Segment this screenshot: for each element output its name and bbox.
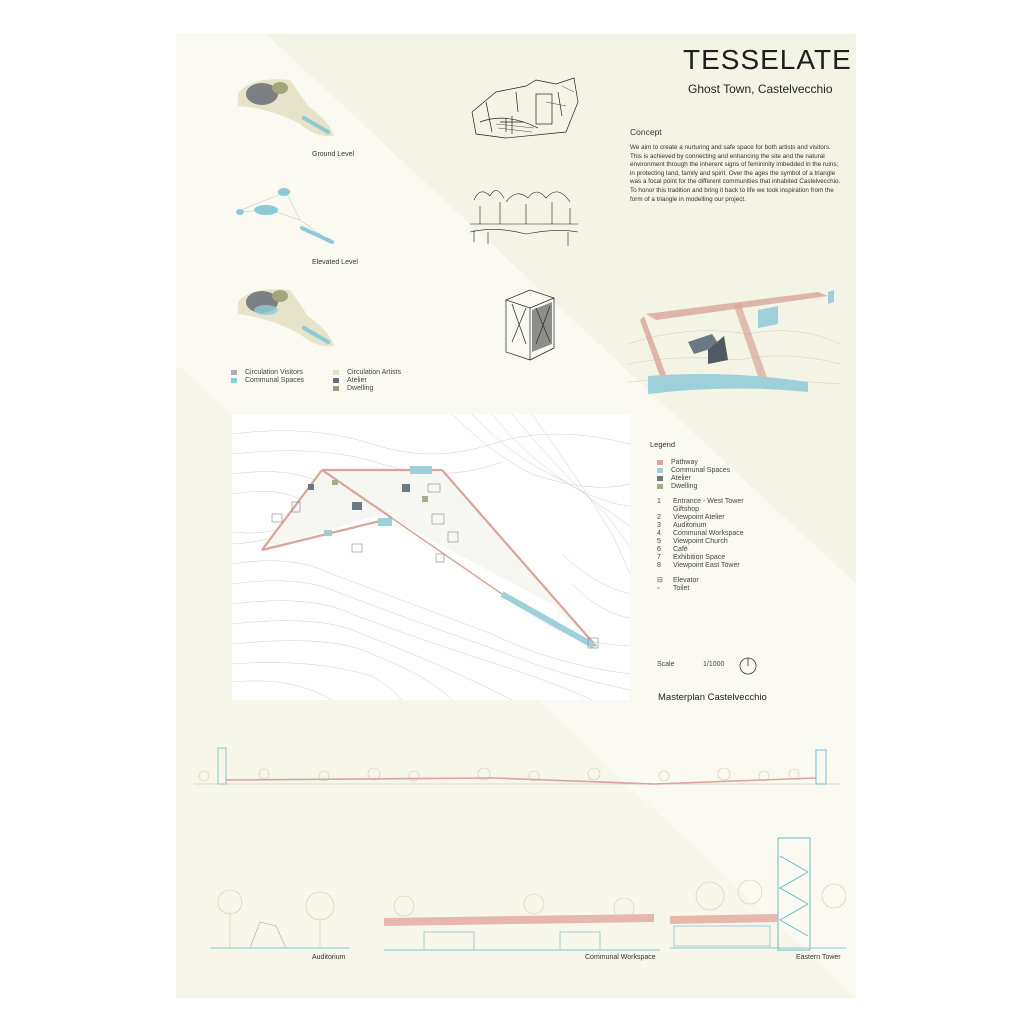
scale-label: Scale	[657, 661, 675, 668]
swatch	[657, 467, 663, 473]
ground-level-diagram	[238, 79, 334, 137]
concept-body: We aim to create a nurturing and safe sp…	[630, 144, 841, 203]
eastern-tower-caption: Eastern Tower	[796, 954, 841, 961]
legend-item: Communal Spaces	[231, 377, 304, 385]
north-arrow-icon	[739, 657, 757, 675]
perspective-render	[628, 290, 840, 394]
combined-level-diagram	[238, 289, 334, 347]
elevated-level-label: Elevated Level	[312, 259, 358, 266]
swatch	[333, 377, 339, 383]
legend-item: Atelier	[333, 377, 401, 385]
masterplan-title: Masterplan Castelvecchio	[658, 692, 767, 703]
elevated-level-diagram	[235, 188, 335, 245]
swatch	[657, 483, 663, 489]
circulation-legend-col2: Circulation Artists Atelier Dwelling	[333, 369, 401, 393]
long-section	[194, 747, 840, 785]
ruin-sketch	[471, 77, 579, 139]
legend-item: Atelier	[657, 475, 744, 483]
auditorium-section	[210, 889, 350, 949]
elevator-icon: ⊟	[657, 577, 663, 584]
legend-place: Giftshop	[673, 506, 700, 513]
page-title: TESSELATE	[683, 44, 852, 75]
auditorium-caption: Auditorium	[312, 954, 346, 961]
swatch	[231, 369, 237, 375]
circulation-legend-col1: Circulation Visitors Communal Spaces	[231, 369, 304, 385]
legend-symbol: ⊟Elevator	[657, 577, 699, 584]
ground-level-label: Ground Level	[312, 151, 355, 158]
legend-item: Dwelling	[657, 483, 744, 491]
swatch	[333, 385, 339, 391]
concept-heading: Concept	[630, 127, 662, 137]
scale-value: 1/1000	[703, 661, 725, 668]
swatch	[231, 377, 237, 383]
tower-sketch	[505, 289, 555, 361]
legend-heading: Legend	[650, 440, 676, 449]
communal-workspace-caption: Communal Workspace	[585, 954, 656, 961]
trees-sketch	[469, 190, 579, 246]
toilet-icon: ▫	[657, 585, 660, 592]
legend-item: Communal Spaces	[657, 467, 744, 475]
legend-list: Pathway Communal Spaces Atelier Dwelling…	[657, 459, 744, 593]
legend-item: Circulation Artists	[333, 369, 401, 377]
swatch	[657, 475, 663, 481]
page-subtitle: Ghost Town, Castelvecchio	[688, 82, 833, 96]
eastern-tower-section	[670, 837, 846, 951]
legend-symbol: ▫Toilet	[657, 585, 690, 592]
swatch	[657, 459, 663, 465]
legend-item: Dwelling	[333, 385, 401, 393]
swatch	[333, 369, 339, 375]
legend-item: Pathway	[657, 459, 744, 467]
masterplan-map	[232, 414, 630, 700]
legend-item: Circulation Visitors	[231, 369, 304, 377]
communal-workspace-section	[384, 893, 660, 951]
